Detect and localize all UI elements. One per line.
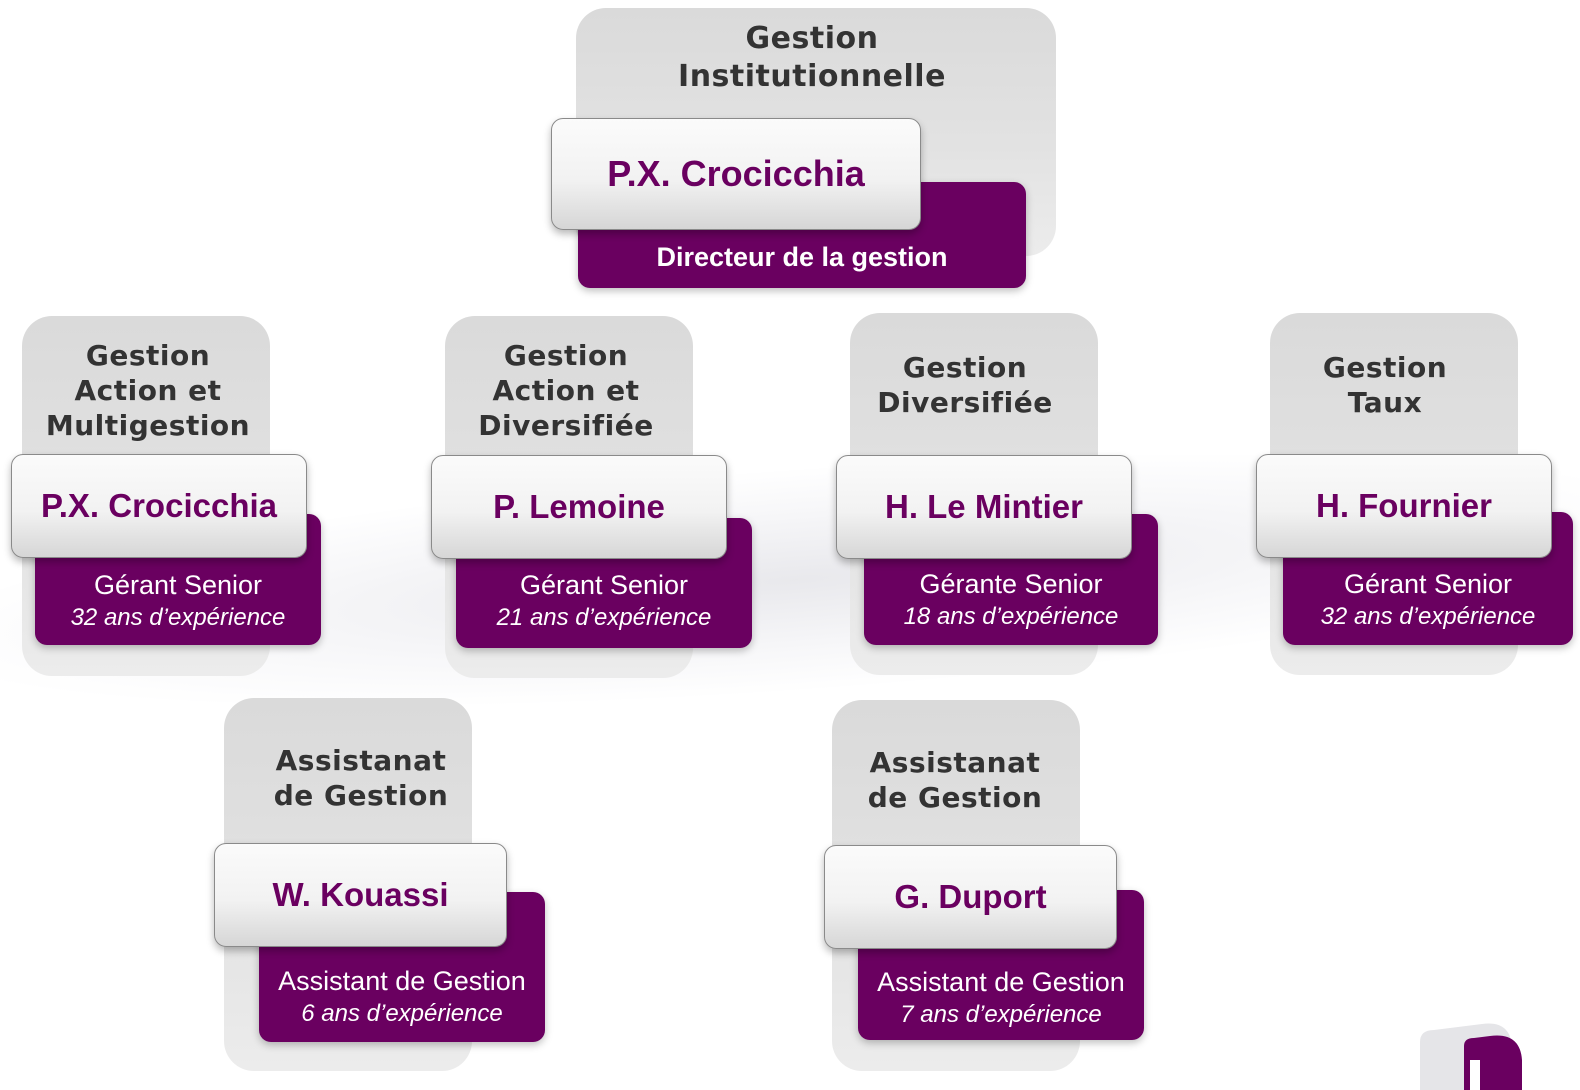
unit-title: Gestion Diversifiée	[877, 351, 1053, 419]
person-name-box: P. Lemoine	[431, 455, 727, 559]
experience-text: 18 ans d’expérience	[903, 603, 1119, 630]
role-title: Gérante Senior	[919, 569, 1103, 599]
role-title: Gérant Senior	[1343, 569, 1513, 599]
experience-text: 32 ans d’expérience	[1320, 603, 1536, 630]
person-name-box: P.X. Crocicchia	[11, 454, 307, 558]
role-title: Directeur de la gestion	[656, 242, 948, 272]
person-name-box: P.X. Crocicchia	[551, 118, 921, 230]
unit-title: Assistanat de Gestion	[273, 744, 449, 812]
unit-title: Assistanat de Gestion	[867, 746, 1043, 814]
unit-title: Gestion Action et Diversifiée	[478, 339, 654, 442]
role-title: Assistant de Gestion	[877, 967, 1125, 997]
role-title: Gérant Senior	[93, 570, 263, 600]
role-title: Gérant Senior	[519, 570, 689, 600]
person-name-box: H. Le Mintier	[836, 455, 1132, 559]
person-name-box: G. Duport	[824, 845, 1117, 949]
unit-title: Gestion Institutionnelle	[678, 21, 946, 94]
experience-text: 21 ans d’expérience	[496, 604, 712, 631]
person-name-box: H. Fournier	[1256, 454, 1552, 558]
corner-logo-icon	[1420, 1023, 1522, 1090]
experience-text: 32 ans d’expérience	[70, 604, 286, 631]
role-title: Assistant de Gestion	[278, 966, 526, 996]
unit-title: Gestion Action et Multigestion	[45, 339, 251, 442]
unit-title: Gestion Taux	[1322, 351, 1448, 419]
experience-text: 7 ans d’expérience	[900, 1001, 1102, 1028]
person-name-box: W. Kouassi	[214, 843, 507, 947]
experience-text: 6 ans d’expérience	[301, 1000, 503, 1027]
